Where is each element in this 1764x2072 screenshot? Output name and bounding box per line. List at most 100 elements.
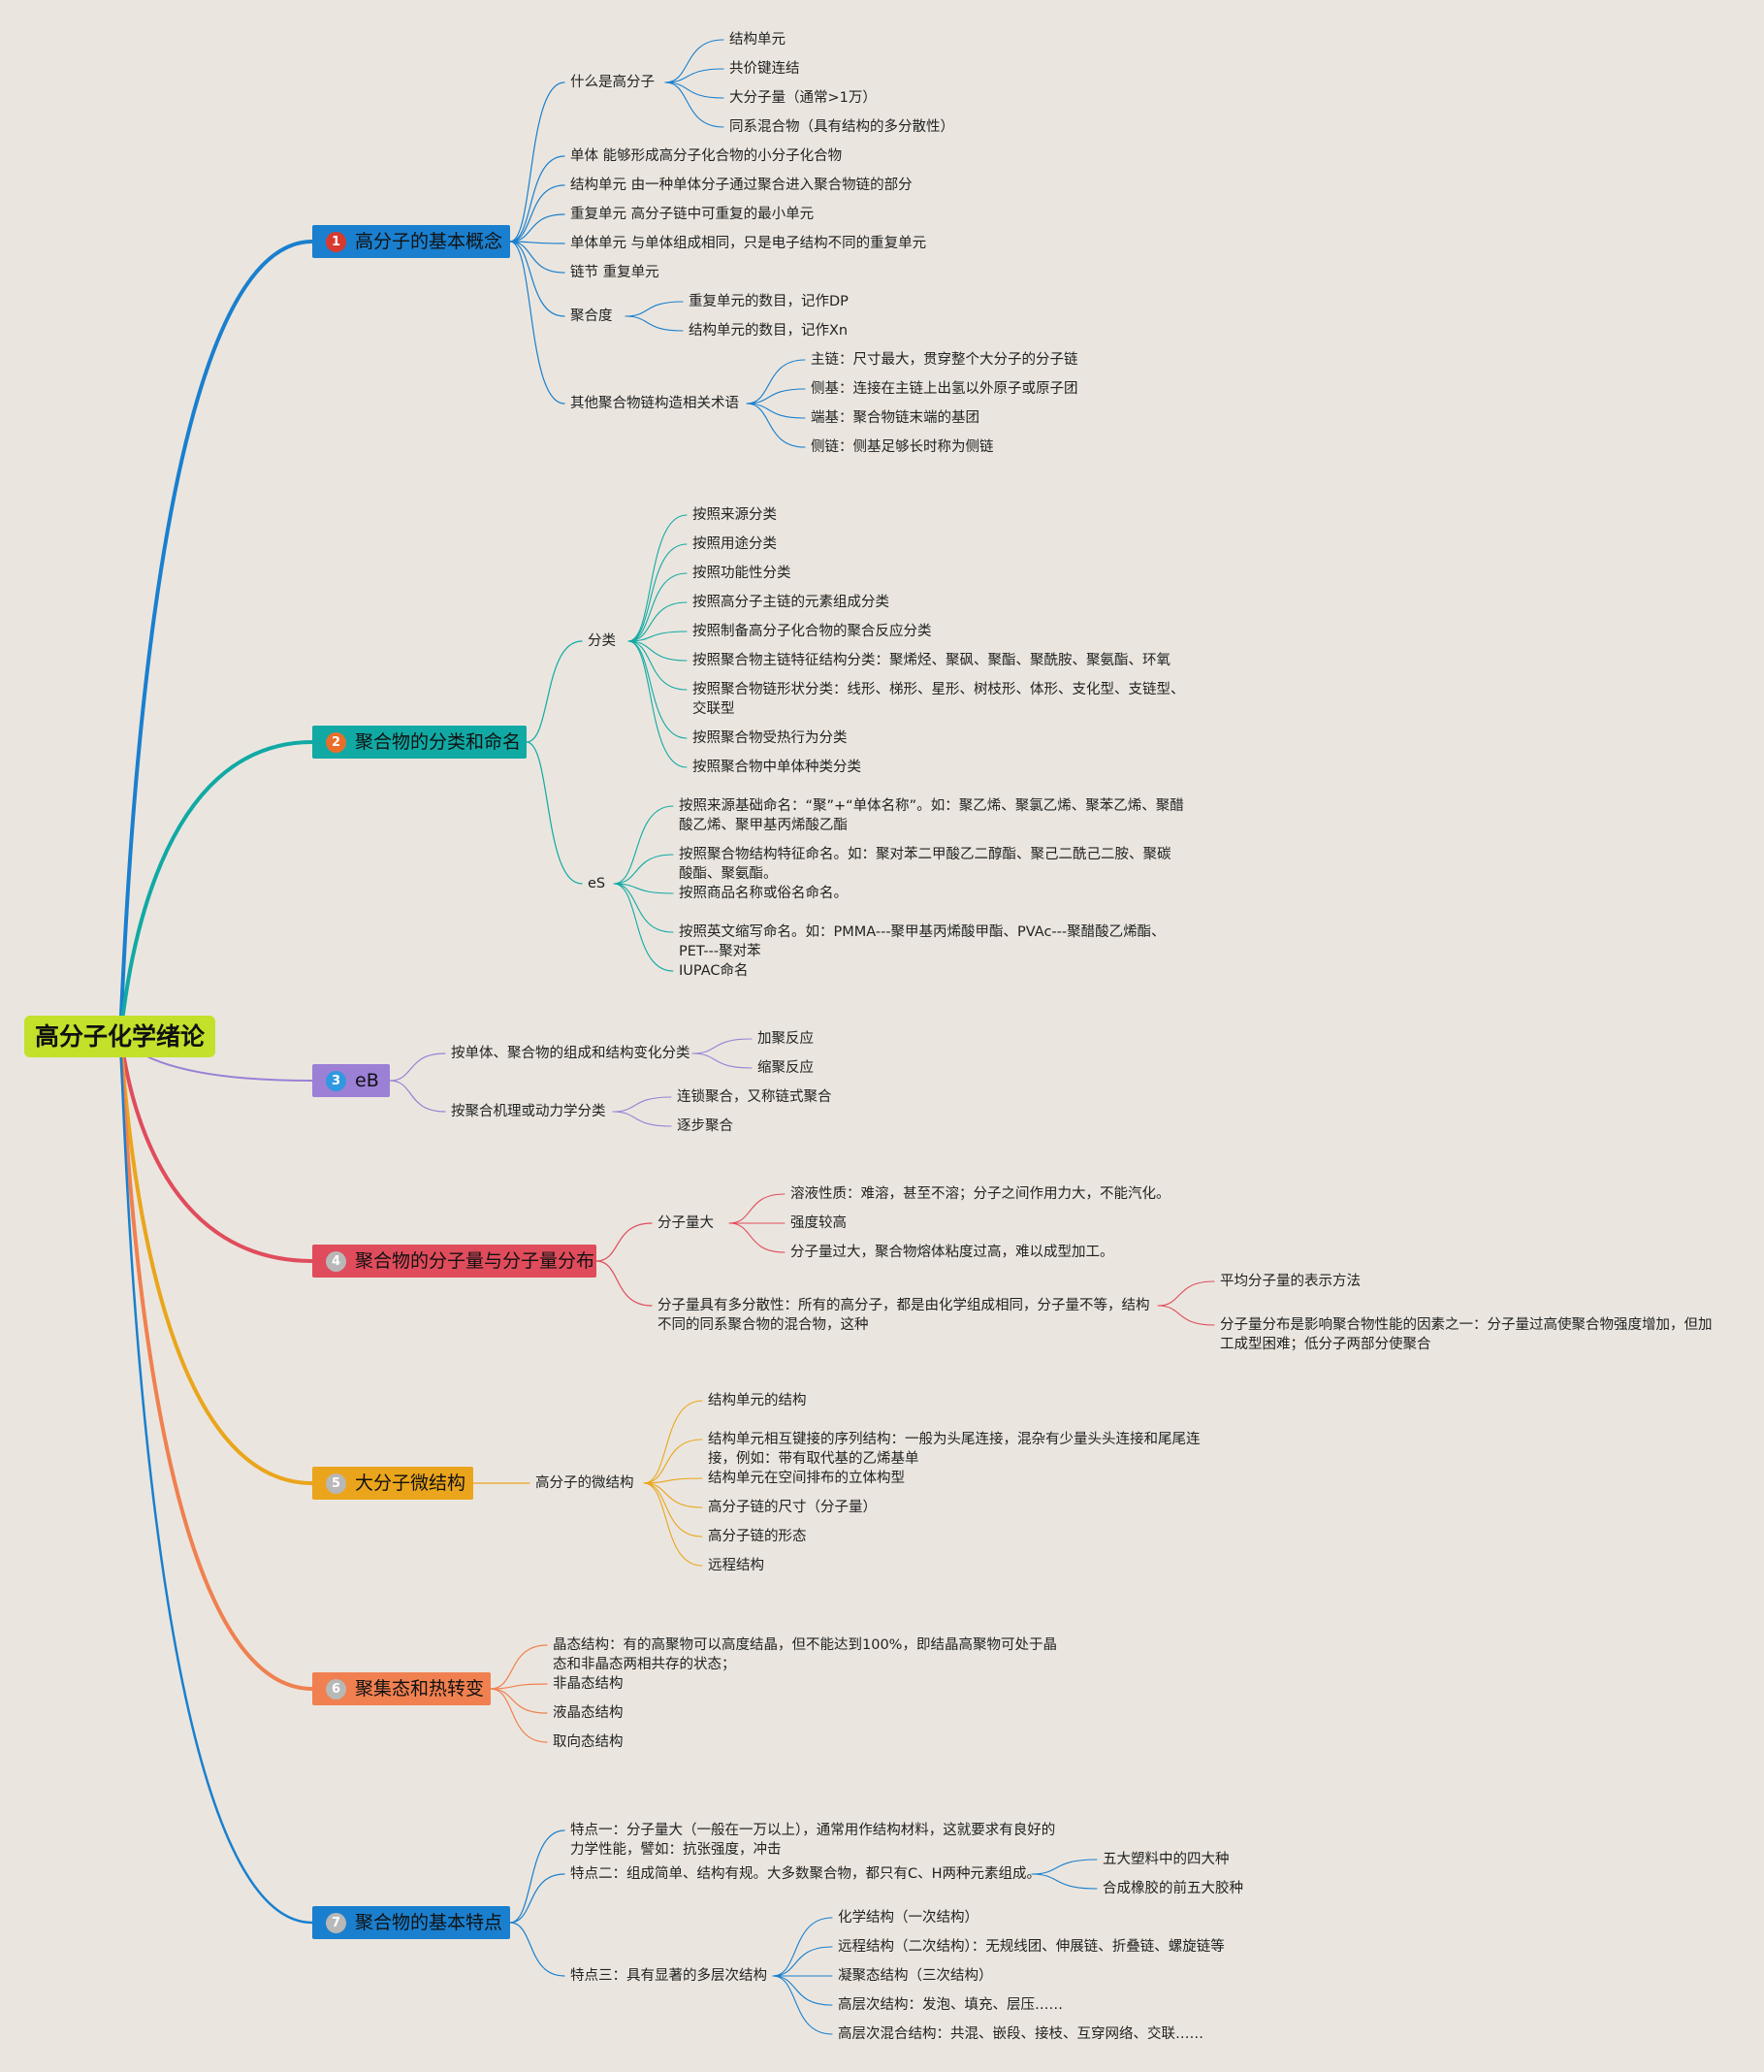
subtopic-node[interactable]: 大分子量（通常>1万） (729, 90, 877, 106)
subtopic-node[interactable]: 结构单元相互键接的序列结构：一般为头尾连接，混杂有少量头头连接和尾尾连接，例如：… (708, 1432, 1201, 1467)
subtopic-node[interactable]: 按照聚合物结构特征命名。如：聚对苯二甲酸乙二醇酯、聚己二酰己二胺、聚碳酸酯、聚氨… (679, 847, 1171, 882)
branch-1-subtopic-connector (746, 359, 806, 405)
subtopic-node[interactable]: 侧链：侧基足够长时称为侧链 (811, 439, 994, 455)
subtopic-node[interactable]: 按照聚合物受热行为分类 (692, 730, 848, 746)
subtopic-node[interactable]: 分子量分布是影响聚合物性能的因素之一：分子量过高使聚合物强度增加，但加工成型困难… (1220, 1317, 1713, 1352)
subtopic-node[interactable]: IUPAC命名 (679, 963, 749, 979)
subtopic-node[interactable]: 按照高分子主链的元素组成分类 (692, 595, 889, 610)
branch-2-child-connector (526, 640, 583, 743)
subtopic-node[interactable]: 结构单元在空间排布的立体构型 (708, 1471, 905, 1486)
branch-2-subtopic-connector (613, 805, 674, 885)
branch-1-child-connector (509, 81, 565, 243)
topic-node[interactable]: 分子量大 (657, 1215, 714, 1231)
topic-node[interactable]: eS (588, 876, 606, 891)
branch-1-subtopic-connector (664, 81, 724, 99)
topic-node[interactable]: 特点一：分子量大（一般在一万以上），通常用作结构材料，这就要求有良好的力学性能，… (570, 1823, 1056, 1858)
branch-3-child-connector (389, 1080, 446, 1113)
subtopic-node[interactable]: 按照制备高分子化合物的聚合反应分类 (692, 624, 932, 639)
branch-1-subtopic-connector (746, 403, 806, 419)
subtopic-node[interactable]: 按照商品名称或俗名命名。 (679, 886, 848, 901)
subtopic-node[interactable]: 按照英文缩写命名。如：PMMA---聚甲基丙烯酸甲酯、PVAc---聚醋酸乙烯酯… (679, 924, 1166, 959)
topic-node[interactable]: 单体单元 与单体组成相同，只是电子结构不同的重复单元 (570, 236, 927, 251)
subtopic-node[interactable]: 高层次结构：发泡、填充、层压…… (838, 1997, 1063, 2013)
subtopic-node[interactable]: 重复单元的数目，记作DP (689, 294, 849, 309)
branch-3-subtopic-connector (612, 1096, 672, 1113)
subtopic-node[interactable]: 缩聚反应 (757, 1060, 814, 1076)
number-badge-icon: 7 (326, 1913, 346, 1933)
branch-6-child-connector (490, 1683, 548, 1690)
topic-node[interactable]: 分子量具有多分散性：所有的高分子，都是由化学组成相同，分子量不等，结构不同的同系… (657, 1298, 1150, 1333)
subtopic-node[interactable]: 高分子链的形态 (708, 1529, 807, 1544)
topic-node[interactable]: 特点三：具有显著的多层次结构 (570, 1968, 767, 1984)
subtopic-node[interactable]: 高分子链的尺寸（分子量） (708, 1500, 877, 1515)
topic-node[interactable]: 按聚合机理或动力学分类 (451, 1104, 606, 1119)
number-badge-icon: 6 (326, 1679, 346, 1700)
subtopic-node[interactable]: 按照聚合物链形状分类：线形、梯形、星形、树枝形、体形、支化型、支链型、交联型 (692, 682, 1185, 717)
branch-1-subtopic-connector (625, 301, 684, 317)
root-topic[interactable]: 高分子化学绪论 (24, 1016, 215, 1057)
topic-node[interactable]: 特点二：组成简单、结构有规。大多数聚合物，都只有C、H两种元素组成。 (570, 1866, 1042, 1882)
topic-node[interactable]: 按单体、聚合物的组成和结构变化分类 (451, 1046, 690, 1061)
subtopic-node[interactable]: 按照聚合物中单体种类分类 (692, 760, 861, 775)
topic-node[interactable]: 结构单元 由一种单体分子通过聚合进入聚合物链的部分 (570, 178, 913, 193)
subtopic-node[interactable]: 强度较高 (790, 1215, 847, 1231)
subtopic-node[interactable]: 高层次混合结构：共混、嵌段、接枝、互穿网络、交联…… (838, 2026, 1203, 2042)
subtopic-node[interactable]: 化学结构（一次结构） (838, 1910, 978, 1926)
branch-1-subtopic-connector (664, 81, 724, 128)
subtopic-node[interactable]: 凝聚态结构（三次结构） (838, 1968, 993, 1984)
topic-node[interactable]: 什么是高分子 (570, 75, 655, 90)
topic-node[interactable]: 分类 (588, 633, 616, 649)
subtopic-node[interactable]: 结构单元的数目，记作Xn (689, 323, 849, 339)
subtopic-node[interactable]: 端基：聚合物链末端的基团 (811, 410, 979, 426)
branch-label: eB (355, 1070, 379, 1091)
subtopic-node[interactable]: 逐步聚合 (677, 1118, 733, 1134)
topic-node[interactable]: 聚合度 (570, 308, 613, 324)
subtopic-node[interactable]: 按照用途分类 (692, 536, 777, 552)
subtopic-node[interactable]: 按照聚合物主链特征结构分类：聚烯烃、聚砜、聚酯、聚酰胺、聚氨酯、环氧 (692, 653, 1171, 668)
topic-node[interactable]: 取向态结构 (553, 1734, 624, 1750)
subtopic-node[interactable]: 按照功能性分类 (692, 566, 791, 581)
subtopic-node[interactable]: 分子量过大，聚合物熔体粘度过高，难以成型加工。 (790, 1245, 1114, 1260)
topic-node[interactable]: 链节 重复单元 (570, 265, 659, 280)
number-badge-icon: 2 (326, 732, 346, 753)
subtopic-node[interactable]: 连锁聚合，又称链式聚合 (677, 1089, 832, 1105)
branch-7-topic[interactable]: 7 聚合物的基本特点 (312, 1906, 510, 1939)
subtopic-node[interactable]: 结构单元 (729, 32, 786, 48)
topic-node[interactable]: 液晶态结构 (553, 1705, 624, 1721)
subtopic-node[interactable]: 平均分子量的表示方法 (1220, 1274, 1361, 1289)
topic-node[interactable]: 非晶态结构 (553, 1676, 624, 1692)
subtopic-node[interactable]: 合成橡胶的前五大胶种 (1103, 1881, 1243, 1896)
branch-2-subtopic-connector (627, 640, 688, 662)
subtopic-node[interactable]: 结构单元的结构 (708, 1393, 807, 1408)
subtopic-node[interactable]: 加聚反应 (757, 1031, 814, 1047)
branch-7-subtopic-connector (772, 1917, 833, 1977)
subtopic-node[interactable]: 远程结构 (708, 1558, 764, 1573)
branch-2-subtopic-connector (627, 640, 688, 691)
topic-node[interactable]: 单体 能够形成高分子化合物的小分子化合物 (570, 148, 843, 164)
branch-2-topic[interactable]: 2 聚合物的分类和命名 (312, 726, 527, 759)
branch-1-subtopic-connector (625, 315, 684, 332)
topic-node[interactable]: 重复单元 高分子链中可重复的最小单元 (570, 207, 815, 222)
branch-label: 聚合物的基本特点 (355, 1912, 503, 1933)
subtopic-node[interactable]: 按照来源分类 (692, 507, 777, 523)
topic-node[interactable]: 其他聚合物链构造相关术语 (570, 396, 739, 411)
subtopic-node[interactable]: 远程结构（二次结构）：无规线团、伸展链、折叠链、螺旋链等 (838, 1939, 1225, 1955)
subtopic-node[interactable]: 按照来源基础命名：“聚”+“单体名称”。如：聚乙烯、聚氯乙烯、聚苯乙烯、聚醋酸乙… (679, 798, 1184, 833)
subtopic-node[interactable]: 溶液性质：难溶，甚至不溶；分子之间作用力大，不能汽化。 (790, 1186, 1171, 1202)
topic-node[interactable]: 晶态结构：有的高聚物可以高度结晶，但不能达到100%，即结晶高聚物可处于晶态和非… (553, 1637, 1057, 1672)
branch-3-subtopic-connector (691, 1052, 753, 1069)
topic-node[interactable]: 高分子的微结构 (535, 1475, 634, 1491)
subtopic-node[interactable]: 共价键连结 (729, 61, 800, 77)
subtopic-node[interactable]: 五大塑料中的四大种 (1103, 1852, 1230, 1867)
subtopic-node[interactable]: 侧基：连接在主链上出氢以外原子或原子团 (811, 381, 1078, 397)
branch-5-subtopic-connector (643, 1400, 703, 1484)
branch-label: 聚合物的分类和命名 (355, 731, 522, 753)
subtopic-node[interactable]: 同系混合物（具有结构的多分散性） (729, 119, 954, 135)
subtopic-node[interactable]: 主链：尺寸最大，贯穿整个大分子的分子链 (811, 352, 1078, 368)
